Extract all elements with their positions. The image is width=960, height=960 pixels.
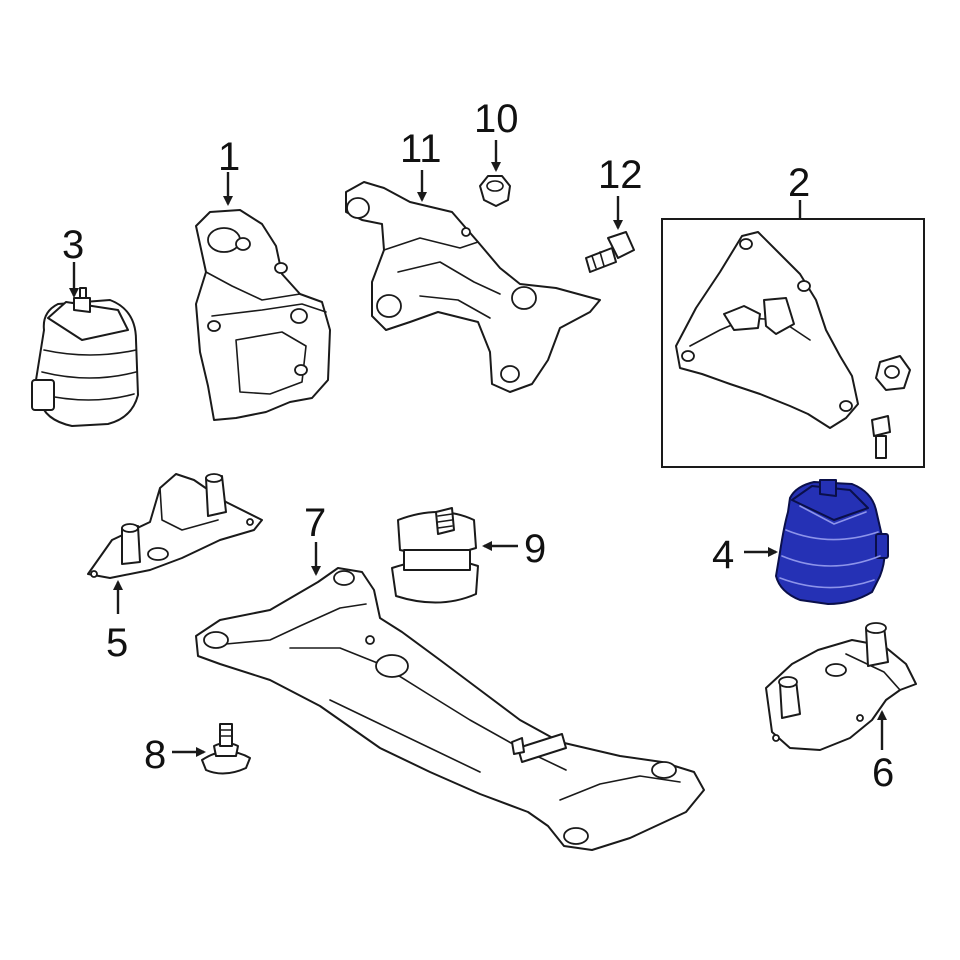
callout-labels: 1 2 3 4 5 6 7 8 9 10 11 12: [62, 97, 894, 795]
callout-7: 7: [304, 501, 326, 545]
part-5-bracket[interactable]: [87, 473, 263, 579]
part-3-engine-mount[interactable]: [31, 287, 139, 427]
part-12-bolt[interactable]: [585, 231, 635, 273]
callout-8: 8: [144, 733, 166, 777]
callout-1: 1: [218, 135, 240, 179]
callout-11: 11: [400, 127, 442, 171]
part-6-bracket[interactable]: [765, 622, 917, 751]
callout-12: 12: [598, 153, 643, 197]
part-11-bracket[interactable]: [345, 181, 601, 393]
callout-5: 5: [106, 621, 128, 665]
part-4-engine-mount-highlighted[interactable]: [775, 479, 889, 605]
part-1-bracket[interactable]: [195, 209, 331, 421]
part-8-bolt[interactable]: [201, 723, 251, 775]
callout-6: 6: [872, 751, 894, 795]
callout-3: 3: [62, 223, 84, 267]
callout-10: 10: [474, 97, 519, 141]
leader-lines: [69, 140, 887, 757]
part-10-nut[interactable]: [479, 175, 511, 207]
callout-4: 4: [712, 533, 734, 577]
part-7-crossmember[interactable]: [195, 567, 705, 851]
callout-9: 9: [524, 527, 546, 571]
callout-2: 2: [788, 161, 810, 205]
part-9-rubber-mount[interactable]: [391, 507, 479, 604]
part-2-kit-box: [661, 218, 925, 468]
part-2-bracket[interactable]: [675, 231, 911, 459]
